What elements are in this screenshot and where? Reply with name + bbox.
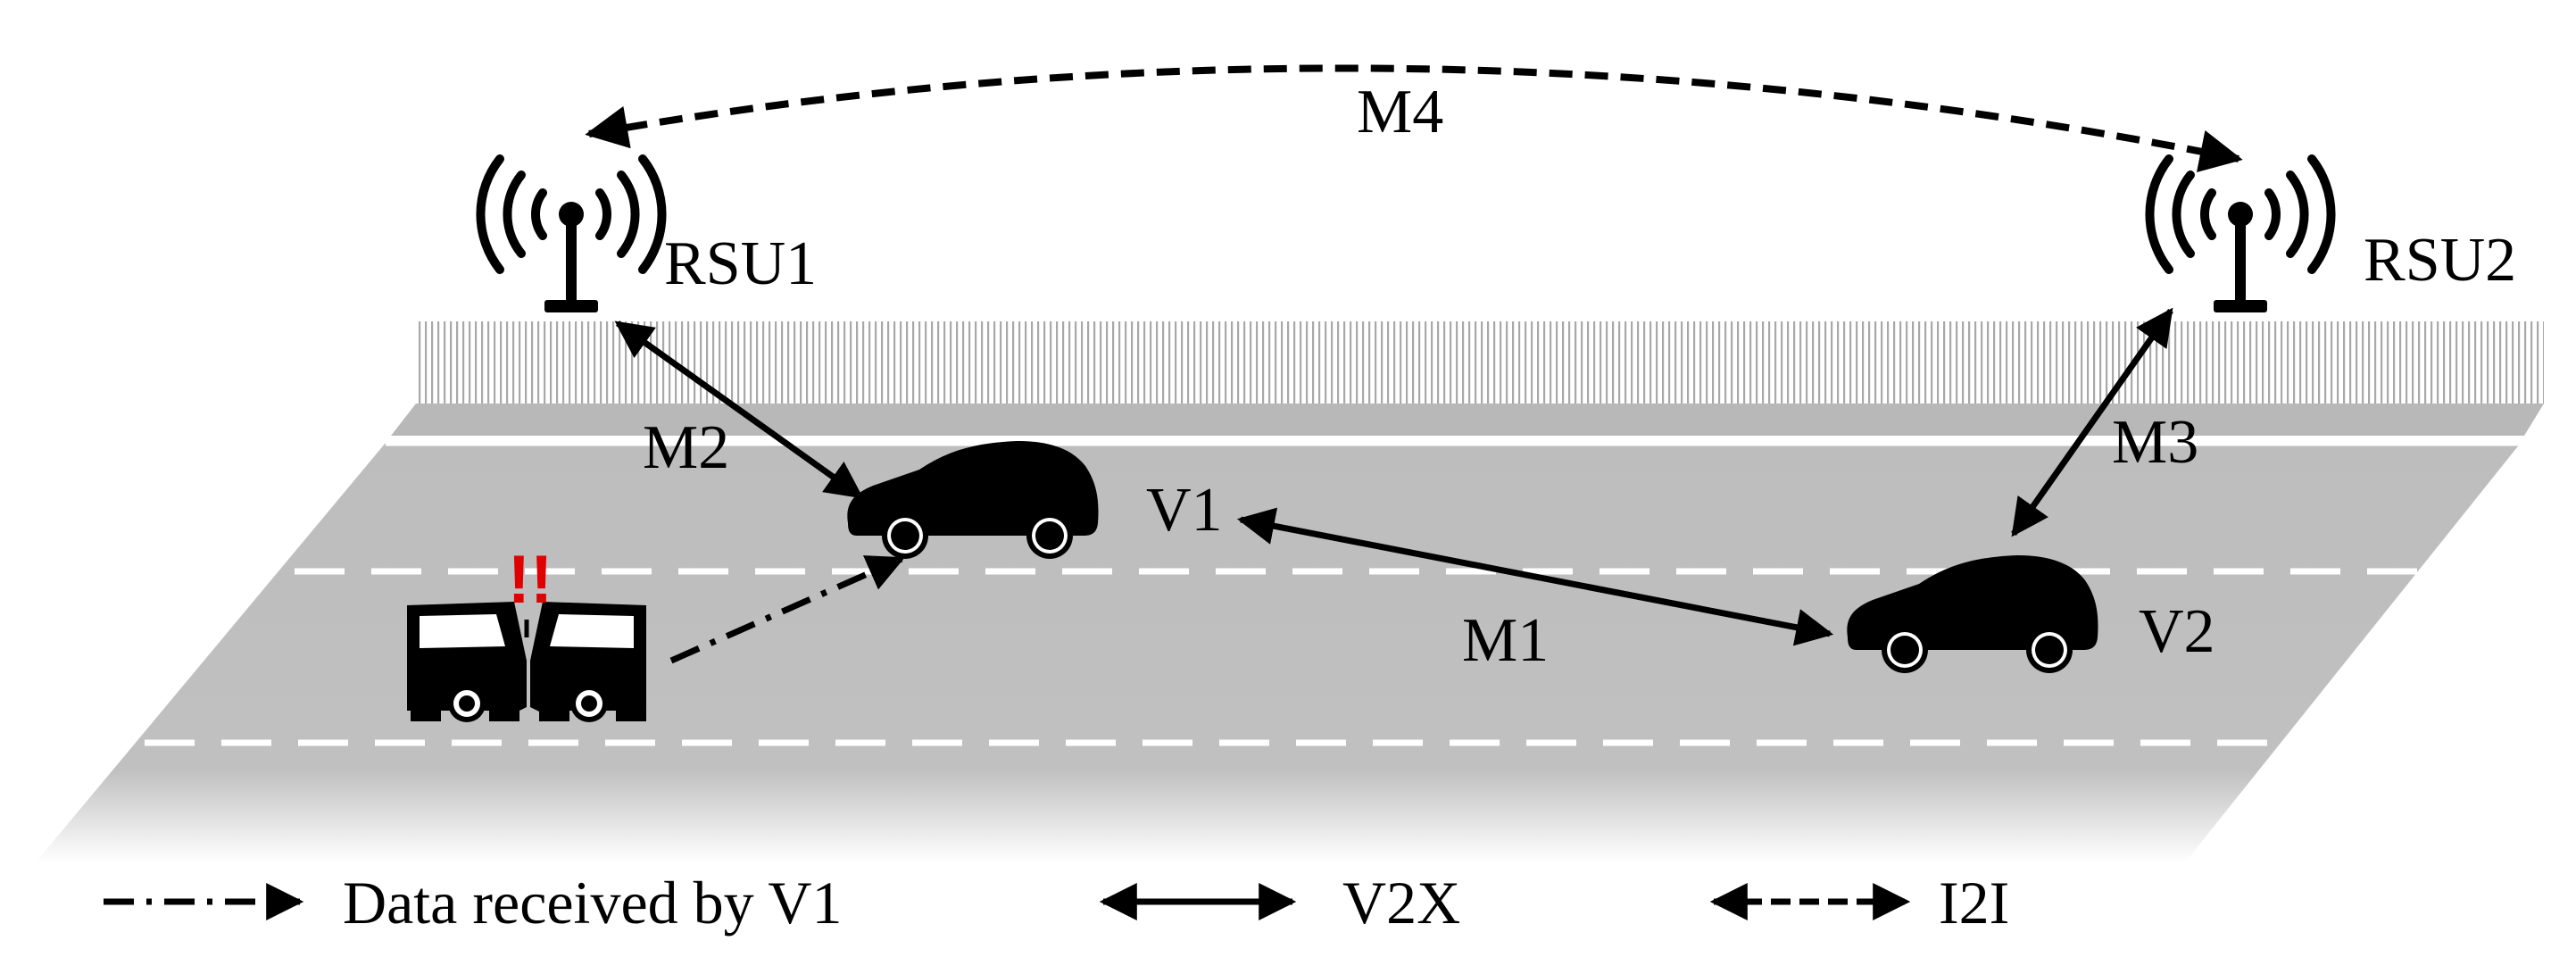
- collision-icon: [407, 602, 646, 722]
- v2-label: V2: [2139, 597, 2215, 666]
- v1-label: V1: [1146, 476, 1223, 545]
- m3-label: M3: [2112, 408, 2198, 477]
- legend-i2i-label: I2I: [1939, 869, 2009, 937]
- m2-label: M2: [643, 413, 729, 482]
- rsu2-antenna-icon: [2149, 159, 2331, 312]
- road-surface: [36, 443, 2521, 862]
- legend-data-received-label: Data received by V1: [343, 869, 843, 937]
- legend: Data received by V1 V2X I2I: [104, 869, 2009, 937]
- m1-label: M1: [1462, 606, 1549, 675]
- link-data-received: [669, 555, 905, 664]
- link-m3-v2x: [2011, 307, 2173, 537]
- rsu1-antenna-icon: [480, 159, 661, 312]
- link-m2-v2x: [614, 321, 864, 499]
- m4-label: M4: [1357, 78, 1443, 146]
- rsu1-label: RSU1: [664, 229, 817, 298]
- link-m4-i2i: [585, 64, 2243, 173]
- rsu2-label: RSU2: [2364, 226, 2516, 295]
- sidewalk: [391, 404, 2544, 436]
- roadside-fence: [416, 321, 2544, 404]
- link-m1-v2x: [1236, 507, 1834, 646]
- legend-v2x-label: V2X: [1342, 869, 1460, 937]
- alert-exclamation: !!: [508, 542, 553, 618]
